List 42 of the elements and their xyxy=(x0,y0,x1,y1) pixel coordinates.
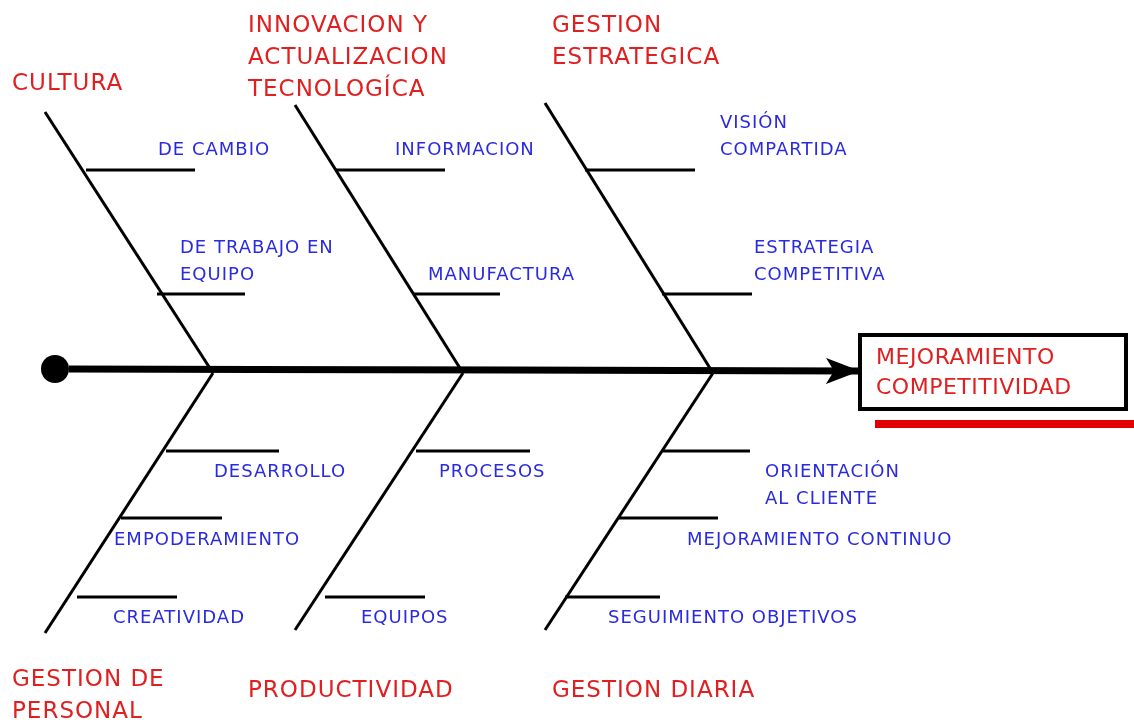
branch-line xyxy=(77,595,177,599)
cause-label: PROCESOS xyxy=(439,457,546,484)
branch-line xyxy=(565,595,660,599)
cause-label: EMPODERAMIENTO xyxy=(114,525,301,552)
branch-line xyxy=(618,516,718,520)
bone-line xyxy=(293,372,465,631)
branch-line xyxy=(414,292,500,296)
cause-label: MANUFACTURA xyxy=(428,260,575,287)
category-label: INNOVACION Y ACTUALIZACION TECNOLOGÍCA xyxy=(248,8,488,104)
branch-line xyxy=(585,168,695,172)
cause-label: DE TRABAJO EN EQUIPO xyxy=(180,233,340,287)
cause-label: CREATIVIDAD xyxy=(113,603,245,630)
branch-line xyxy=(325,595,425,599)
branch-line xyxy=(86,168,195,172)
branch-line xyxy=(157,292,245,296)
branch-line xyxy=(662,292,752,296)
cause-label: ORIENTACIÓN AL CLIENTE xyxy=(765,457,925,511)
cause-label: VISIÓN COMPARTIDA xyxy=(720,108,900,162)
category-label: GESTION DIARIA xyxy=(552,673,756,705)
start-dot xyxy=(41,355,69,383)
bone-line xyxy=(543,372,715,631)
cause-label: MEJORAMIENTO CONTINUO xyxy=(687,525,953,552)
branch-line xyxy=(416,449,530,453)
category-label: GESTION ESTRATEGICA xyxy=(552,8,752,72)
bone-line xyxy=(43,111,215,374)
branch-line xyxy=(336,168,445,172)
bone-line xyxy=(43,372,215,634)
cause-label: SEGUIMIENTO OBJETIVOS xyxy=(608,603,858,630)
effect-box xyxy=(858,333,1128,411)
arrow xyxy=(69,357,860,384)
category-label: CULTURA xyxy=(12,66,124,98)
branch-line xyxy=(663,449,750,453)
cause-label: ESTRATEGIA COMPETITIVA xyxy=(754,233,934,287)
cause-label: INFORMACION xyxy=(395,135,535,162)
category-label: PRODUCTIVIDAD xyxy=(248,673,454,705)
cause-label: DE CAMBIO xyxy=(158,135,271,162)
category-label: GESTION DE PERSONAL xyxy=(12,662,202,720)
effect-text: MEJORAMIENTO COMPETITIVIDAD xyxy=(876,343,1073,401)
branch-line xyxy=(121,516,222,520)
cause-label: DESARROLLO xyxy=(214,457,347,484)
branch-line xyxy=(166,449,279,453)
cause-label: EQUIPOS xyxy=(361,603,449,630)
